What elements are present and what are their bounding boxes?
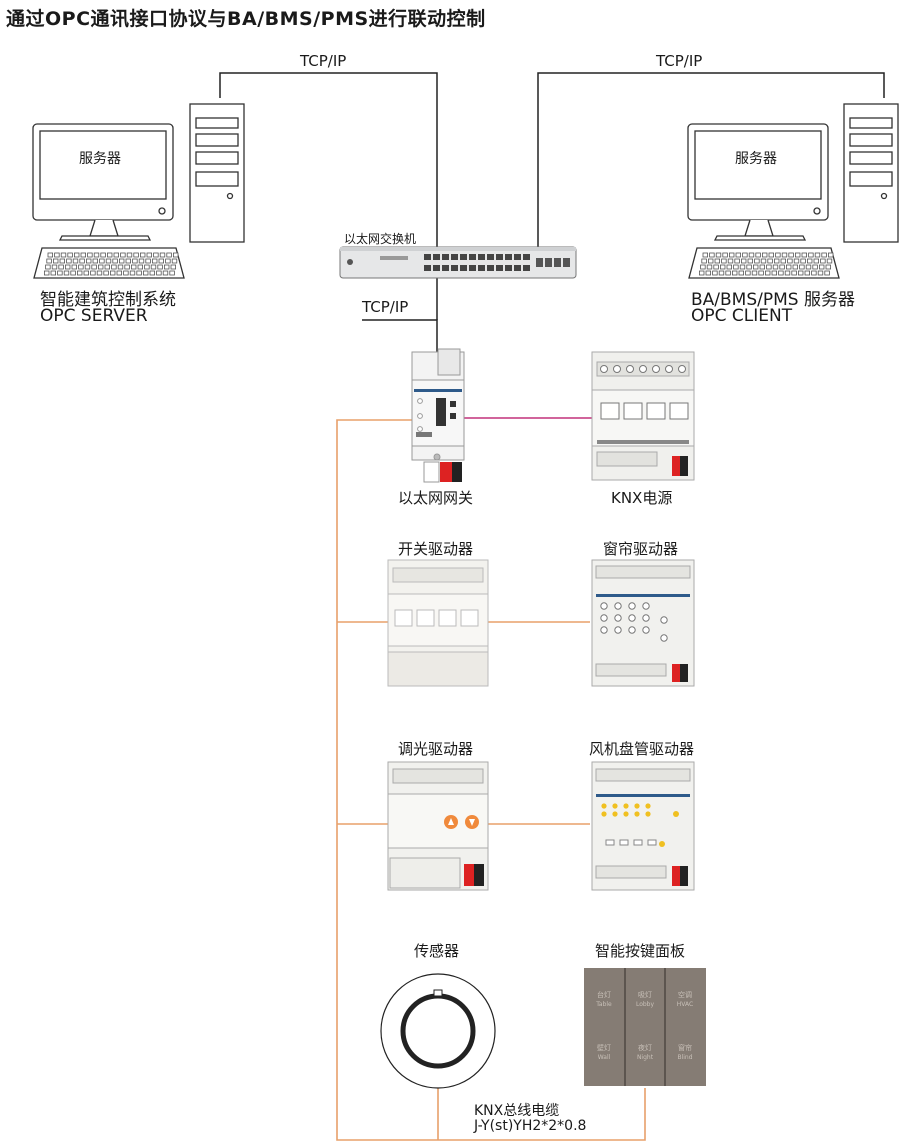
tcp-line-right: [537, 72, 885, 247]
curtain-actuator-label: 窗帘驱动器: [603, 540, 679, 558]
cable-spec: J-Y(st)YH2*2*0.8: [474, 1118, 587, 1134]
panel-key-5[interactable]: 夜灯: [638, 1043, 652, 1052]
switch-ports: [424, 254, 570, 271]
switch-label: 以太网交换机: [344, 232, 417, 246]
tcp-lines: [219, 72, 885, 352]
knx-bus-lines: [336, 419, 646, 1141]
page-title: 通过OPC通讯接口协议与BA/BMS/PMS进行联动控制: [6, 8, 486, 30]
panel-key-3[interactable]: 空调: [678, 990, 692, 999]
right-server-role: OPC CLIENT: [691, 306, 793, 326]
dimming-actuator-label: 调光驱动器: [398, 740, 474, 758]
left-monitor-text: 服务器: [79, 151, 121, 167]
panel-key-labels: 台灯 Table 吸灯 Lobby 空调 HVAC 壁灯 Wall 夜灯 Nig…: [595, 990, 693, 1061]
terminal-screws: [600, 365, 686, 373]
panel-key-6[interactable]: 窗帘: [678, 1043, 692, 1052]
knx-power-label: KNX电源: [611, 489, 673, 507]
fan-coil-actuator-label: 风机盘管驱动器: [589, 740, 695, 758]
sensor-label: 传感器: [414, 942, 460, 960]
left-server: [32, 103, 245, 279]
curtain-actuator-device: [591, 559, 695, 687]
panel-key-5-sub: Night: [637, 1054, 654, 1061]
tcp-label-right: TCP/IP: [656, 52, 703, 70]
panel-label: 智能按键面板: [595, 942, 686, 960]
sensor-device: [380, 973, 496, 1089]
tcp-line-center: [362, 319, 438, 352]
left-server-name: 智能建筑控制系统: [40, 290, 176, 310]
ethernet-gateway-device: [411, 348, 465, 483]
tcp-label-center: TCP/IP: [362, 298, 409, 316]
tcp-line-left: [219, 72, 438, 247]
gateway-label: 以太网网关: [398, 489, 474, 507]
switch-actuator-label: 开关驱动器: [398, 540, 474, 558]
right-server-name: BA/BMS/PMS 服务器: [691, 290, 855, 310]
panel-key-4[interactable]: 壁灯: [597, 1043, 611, 1052]
ethernet-switch: [339, 246, 577, 279]
tcp-label-left: TCP/IP: [300, 52, 347, 70]
keyboard-keys: [699, 252, 834, 276]
fan-coil-actuator-device: [591, 761, 695, 891]
status-leds: [601, 803, 679, 847]
panel-key-2-sub: Lobby: [636, 1001, 655, 1008]
panel-key-1-sub: Table: [595, 1001, 612, 1008]
cable-label: KNX总线电缆: [474, 1103, 560, 1119]
right-server: [687, 103, 899, 279]
panel-key-4-sub: Wall: [598, 1054, 611, 1061]
smart-panel-device: [584, 968, 706, 1086]
status-leds: [600, 602, 668, 642]
right-monitor-text: 服务器: [735, 151, 777, 167]
panel-key-2[interactable]: 吸灯: [638, 990, 652, 999]
keyboard-keys: [44, 252, 179, 276]
knx-power-device: [591, 351, 695, 481]
dimming-actuator-device: [387, 761, 489, 891]
left-server-role: OPC SERVER: [40, 306, 148, 326]
panel-key-1[interactable]: 台灯: [597, 990, 611, 999]
switch-actuator-device: [387, 559, 489, 687]
panel-key-3-sub: HVAC: [677, 1001, 693, 1008]
panel-key-6-sub: Blind: [677, 1054, 692, 1061]
